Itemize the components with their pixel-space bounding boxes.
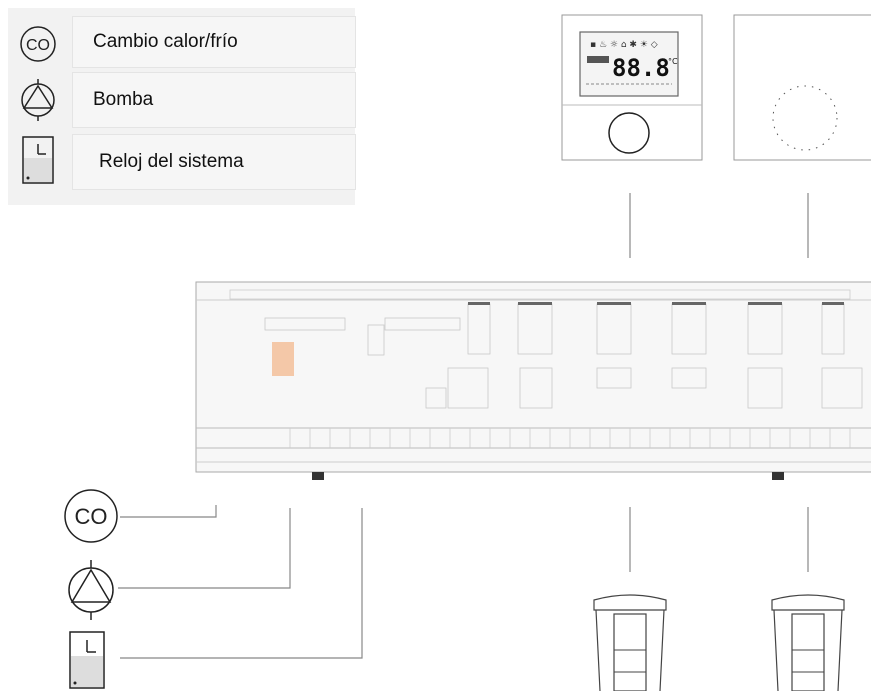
system-clock-symbol xyxy=(69,631,105,689)
actuator-2 xyxy=(771,594,845,691)
legend-item-pump: Bomba xyxy=(72,72,356,128)
svg-text:CO: CO xyxy=(75,504,108,529)
svg-text:88.8: 88.8 xyxy=(612,54,670,82)
legend-label-pump: Bomba xyxy=(93,89,154,110)
changeover-co-symbol: CO xyxy=(64,489,118,543)
system-clock-icon xyxy=(22,136,54,184)
actuator-1 xyxy=(593,594,667,691)
digital-thermostat: ▪ ♨ ☼ ⌂ ✱ ☀ ◇ 88.8 °C xyxy=(561,14,703,161)
legend-item-changeover: Cambio calor/frío xyxy=(72,16,356,68)
changeover-co-icon: CO xyxy=(20,26,56,62)
legend-item-clock: Reloj del sistema xyxy=(72,134,356,190)
legend-label-clock: Reloj del sistema xyxy=(99,151,244,172)
controller-unit xyxy=(195,281,871,480)
svg-text:°C: °C xyxy=(668,57,678,66)
pump-symbol xyxy=(68,560,114,620)
analog-thermostat xyxy=(733,14,871,161)
orange-indicator xyxy=(272,342,294,376)
svg-text:CO: CO xyxy=(26,37,50,54)
legend-label-changeover: Cambio calor/frío xyxy=(93,31,238,52)
pump-icon xyxy=(21,79,55,121)
legend-panel: CO Cambio calor/frío Bomba Reloj del sis… xyxy=(8,8,356,205)
svg-text:▪ ♨ ☼ ⌂ ✱ ☀ ◇: ▪ ♨ ☼ ⌂ ✱ ☀ ◇ xyxy=(590,40,658,50)
